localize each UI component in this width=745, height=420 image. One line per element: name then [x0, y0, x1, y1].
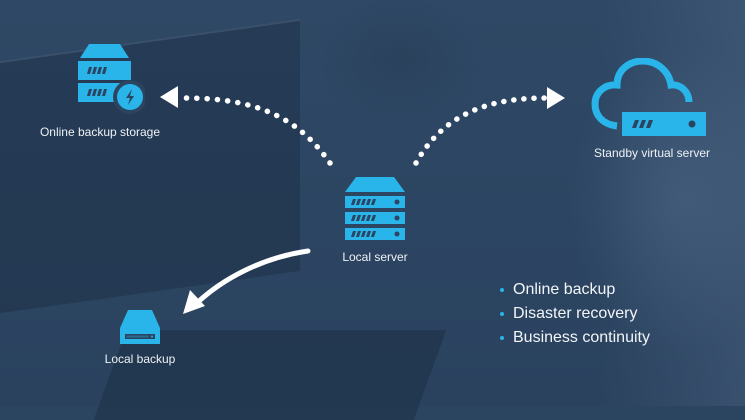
bullet-icon: [500, 288, 504, 292]
local-backup-label: Local backup: [104, 352, 176, 366]
feature-item: Disaster recovery: [500, 302, 650, 326]
feature-list: Online backup Disaster recovery Business…: [500, 278, 650, 350]
cloud-server-icon: [591, 58, 706, 136]
standby-virtual-server-label: Standby virtual server: [593, 146, 711, 160]
feature-item: Online backup: [500, 278, 650, 302]
bullet-icon: [500, 312, 504, 316]
bolt-icon: [126, 89, 134, 105]
node-online-backup-storage: Online backup storage: [30, 40, 170, 139]
node-standby-virtual-server: Standby virtual server: [582, 58, 722, 160]
bullet-icon: [500, 336, 504, 340]
feature-text: Business continuity: [513, 329, 650, 346]
rack-server-icon: [345, 177, 405, 240]
storage-server-bolt-icon: [78, 44, 145, 114]
node-local-server: Local server: [325, 172, 425, 264]
online-backup-storage-label: Online backup storage: [39, 125, 161, 139]
feature-text: Online backup: [513, 281, 616, 298]
feature-item: Business continuity: [500, 326, 650, 350]
feature-text: Disaster recovery: [513, 305, 638, 322]
local-server-label: Local server: [342, 250, 408, 264]
node-local-backup: Local backup: [95, 308, 185, 366]
hard-drive-icon: [120, 310, 160, 344]
